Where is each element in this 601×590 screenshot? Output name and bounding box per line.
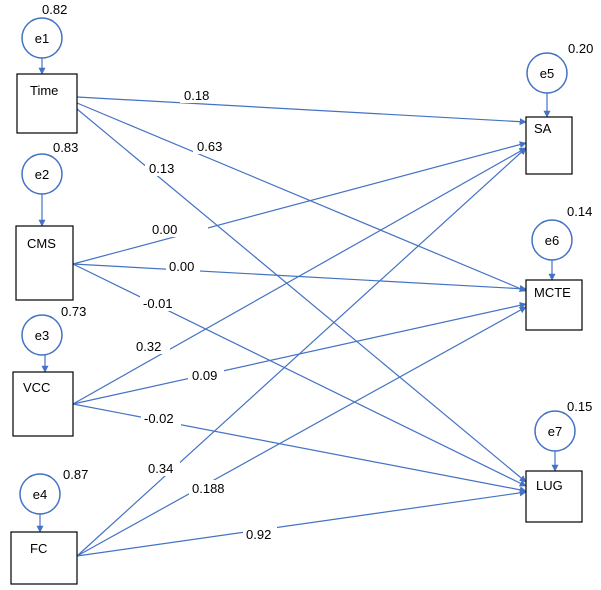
- error-e6-label: e6: [545, 233, 559, 248]
- error-e1-label: e1: [35, 31, 49, 46]
- error-e7-label: e7: [548, 424, 562, 439]
- node-fc-label: FC: [30, 541, 47, 556]
- paths: [36, 58, 559, 557]
- node-sa-label: SA: [534, 121, 552, 136]
- coef-time-lug: 0.13: [149, 161, 174, 176]
- error-e4[interactable]: e4 0.87: [19, 467, 88, 515]
- node-fc[interactable]: FC: [10, 531, 78, 585]
- node-cms-label: CMS: [27, 236, 56, 251]
- error-e5-variance: 0.20: [568, 41, 593, 56]
- coef-vcc-lug: -0.02: [144, 411, 174, 426]
- error-e7[interactable]: e7 0.15: [534, 399, 592, 452]
- error-e1[interactable]: e1 0.82: [21, 2, 67, 59]
- error-e4-label: e4: [33, 487, 47, 502]
- coef-vcc-sa: 0.32: [136, 339, 161, 354]
- node-time[interactable]: Time: [16, 73, 78, 134]
- error-e6-variance: 0.14: [567, 204, 592, 219]
- coef-cms-sa: 0.00: [152, 222, 177, 237]
- coef-cms-lug: -0.01: [143, 296, 173, 311]
- node-sa[interactable]: SA: [525, 116, 573, 175]
- path-fc-sa: [76, 147, 527, 557]
- path-fc-lug: [76, 489, 527, 557]
- path-time-mcte: [76, 102, 527, 292]
- node-vcc[interactable]: VCC: [12, 371, 74, 437]
- coef-cms-mcte: 0.00: [169, 259, 194, 274]
- coef-fc-lug: 0.92: [246, 527, 271, 542]
- coef-time-sa: 0.18: [184, 88, 209, 103]
- error-e7-variance: 0.15: [567, 399, 592, 414]
- error-e2[interactable]: e2 0.83: [21, 140, 78, 195]
- error-e1-variance: 0.82: [42, 2, 67, 17]
- node-lug-label: LUG: [536, 478, 563, 493]
- node-cms[interactable]: CMS: [15, 225, 74, 301]
- error-terms: e1 0.82 e2 0.83 e3 0.73 e4 0.87 e5 0.20 …: [19, 2, 593, 515]
- error-e3[interactable]: e3 0.73: [21, 304, 86, 356]
- node-time-label: Time: [30, 83, 58, 98]
- error-e3-label: e3: [35, 328, 49, 343]
- coef-fc-mcte: 0.188: [192, 481, 225, 496]
- node-mcte[interactable]: MCTE: [525, 279, 583, 331]
- coefficient-labels: 0.18 0.63 0.13 0.00 0.00 -0.01 0.32 0.09…: [132, 88, 277, 542]
- node-lug[interactable]: LUG: [525, 470, 583, 523]
- node-mcte-label: MCTE: [534, 285, 571, 300]
- path-fc-mcte: [76, 306, 527, 557]
- error-e2-variance: 0.83: [53, 140, 78, 155]
- nodes: Time CMS VCC FC SA MCTE LUG: [10, 73, 583, 585]
- path-vcc-sa: [72, 147, 527, 405]
- coef-vcc-mcte: 0.09: [192, 368, 217, 383]
- coef-time-mcte: 0.63: [197, 139, 222, 154]
- path-time-sa: [76, 96, 527, 126]
- error-e5-label: e5: [540, 66, 554, 81]
- error-e4-variance: 0.87: [63, 467, 88, 482]
- error-e3-variance: 0.73: [61, 304, 86, 319]
- coef-fc-sa: 0.34: [148, 461, 173, 476]
- node-vcc-label: VCC: [23, 380, 50, 395]
- error-e6[interactable]: e6 0.14: [531, 204, 592, 261]
- path-vcc-lug: [72, 403, 527, 494]
- error-e2-label: e2: [35, 167, 49, 182]
- path-cms-sa: [72, 141, 527, 265]
- error-e5[interactable]: e5 0.20: [526, 41, 593, 94]
